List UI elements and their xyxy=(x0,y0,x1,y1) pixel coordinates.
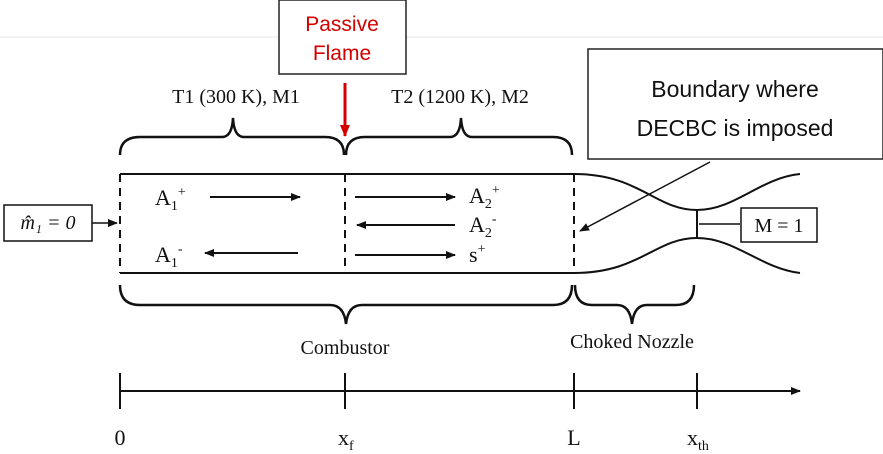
svg-text:Flame: Flame xyxy=(313,42,371,65)
nozzle-upper-wall xyxy=(573,173,801,212)
brace-combustor xyxy=(118,284,574,325)
throat-mach-label: M = 1 xyxy=(740,207,818,243)
region1-label: T1 (300 K), M1 xyxy=(172,86,300,108)
combustor-label: Combustor xyxy=(301,337,390,359)
region2-label: T2 (1200 K), M2 xyxy=(391,86,529,108)
svg-text:m̂₁ = 0: m̂₁ = 0 xyxy=(21,212,76,234)
svg-text:Boundary where: Boundary where xyxy=(651,76,819,102)
svg-text:DECBC is imposed: DECBC is imposed xyxy=(637,115,834,141)
passive-flame-label: Passive Flame xyxy=(278,0,407,75)
axis-label-0: 0 xyxy=(115,425,126,450)
brace-nozzle xyxy=(573,284,696,325)
a2-minus-label: A2- xyxy=(469,212,497,241)
axis-label-l: L xyxy=(567,425,580,450)
axis-label-xth: xth xyxy=(687,425,709,454)
brace-region1 xyxy=(118,117,346,156)
a2-plus-label: A2+ xyxy=(469,183,500,212)
nozzle-label: Choked Nozzle xyxy=(570,331,694,353)
axis-label-xf: xf xyxy=(338,425,354,454)
svg-text:Passive: Passive xyxy=(305,13,379,36)
callout-pointer xyxy=(579,161,711,232)
a1-plus-label: A1+ xyxy=(155,185,186,214)
inlet-mass-flow-label: m̂₁ = 0 xyxy=(3,204,93,242)
brace-region2 xyxy=(344,117,574,156)
s-plus-label: s+ xyxy=(469,242,486,267)
a1-minus-label: A1- xyxy=(155,242,183,271)
svg-text:M = 1: M = 1 xyxy=(754,215,803,237)
nozzle-lower-wall xyxy=(573,236,801,274)
boundary-callout: Boundary where DECBC is imposed xyxy=(587,48,883,160)
